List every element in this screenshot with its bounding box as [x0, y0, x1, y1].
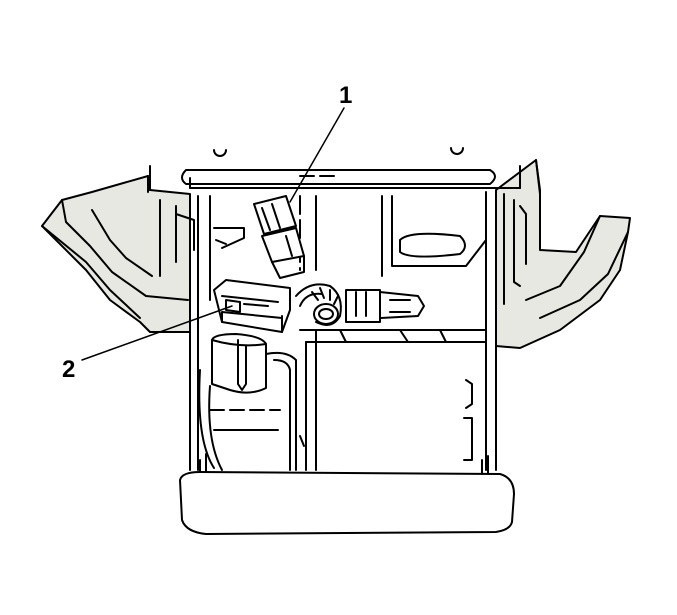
leader-line-2 [81, 305, 233, 361]
switch-clip [213, 279, 291, 333]
leader-lines [81, 107, 345, 361]
callout-1-label: 1 [339, 82, 353, 109]
callout-2-label: 2 [62, 356, 76, 383]
top-crossbar [149, 165, 521, 191]
left-side-bracket [41, 175, 195, 333]
front-lid [179, 453, 515, 535]
alignment-notches [213, 147, 464, 157]
leader-line-1 [289, 107, 345, 203]
storage-compartment [299, 329, 487, 471]
connector-assembly [253, 195, 305, 279]
main-frame [189, 191, 497, 471]
right-side-bracket [495, 159, 631, 349]
cup-holder [198, 333, 297, 471]
wiring-harness [295, 283, 425, 326]
